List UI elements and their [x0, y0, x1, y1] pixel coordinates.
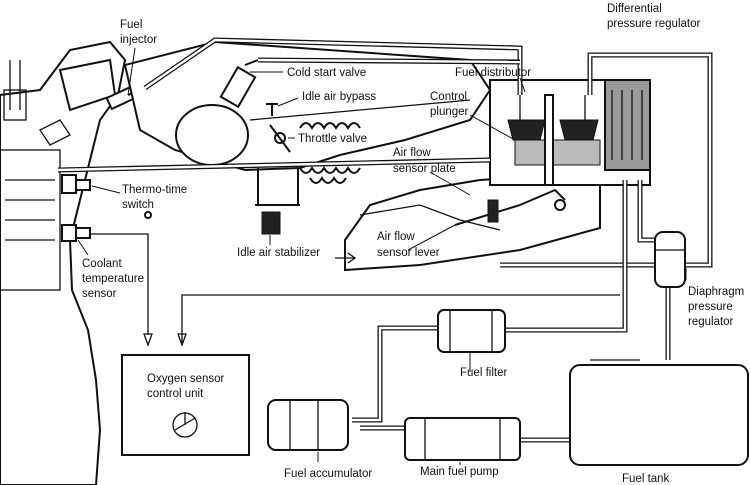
- air-flow-sensor-housing: [335, 170, 601, 272]
- idle-air-bypass-screw: [266, 103, 278, 116]
- label-air-flow-sensor-lever: Air flow sensor lever: [377, 231, 440, 259]
- idle-air-stabilizer: [255, 168, 300, 235]
- label-fuel-distributor: Fuel distributor: [455, 67, 531, 79]
- sensor-wiring: [90, 233, 620, 347]
- bellows-duct: [299, 122, 361, 184]
- fuel-tank: [569, 359, 749, 466]
- label-diaphragm-pressure-regulator: Diaphragm pressure regulator: [688, 286, 747, 328]
- label-differential-pressure-regulator: Differential pressure regulator: [607, 3, 700, 30]
- coolant-temperature-sensor: [61, 224, 91, 242]
- label-cold-start-valve: Cold start valve: [287, 67, 366, 79]
- label-idle-air-bypass: Idle air bypass: [302, 91, 376, 103]
- main-fuel-pump: [404, 417, 521, 461]
- label-thermo-time-switch: Thermo-time switch: [122, 184, 190, 211]
- fuel-accumulator: [267, 399, 349, 451]
- label-control-plunger: Control plunger: [430, 91, 470, 118]
- throttle-valve: [269, 124, 291, 153]
- label-fuel-filter: Fuel filter: [460, 367, 507, 379]
- label-throttle-valve: Throttle valve: [298, 133, 367, 145]
- label-air-flow-sensor-plate: Air flow sensor plate: [393, 147, 456, 175]
- label-idle-air-stabilizer: Idle air stabilizer: [237, 247, 320, 259]
- cold-start-valve: [219, 59, 259, 109]
- fuel-filter: [437, 309, 506, 353]
- label-main-fuel-pump: Main fuel pump: [420, 466, 499, 478]
- diaphragm-pressure-regulator: [654, 231, 686, 288]
- label-oxygen-sensor-control-unit: Oxygen sensor control unit: [147, 373, 228, 400]
- oxygen-sensor-control-unit: [121, 354, 250, 456]
- thermo-time-switch: [61, 174, 152, 219]
- differential-pressure-regulator: [604, 79, 651, 171]
- intake-manifold: [123, 40, 492, 172]
- label-coolant-temperature-sensor: Coolant temperature sensor: [82, 258, 147, 300]
- label-fuel-tank: Fuel tank: [622, 473, 670, 485]
- label-fuel-injector: Fuel injector: [120, 19, 157, 46]
- label-fuel-accumulator: Fuel accumulator: [284, 468, 372, 480]
- fuel-lines: [57, 37, 713, 443]
- leader-lines: [77, 47, 687, 465]
